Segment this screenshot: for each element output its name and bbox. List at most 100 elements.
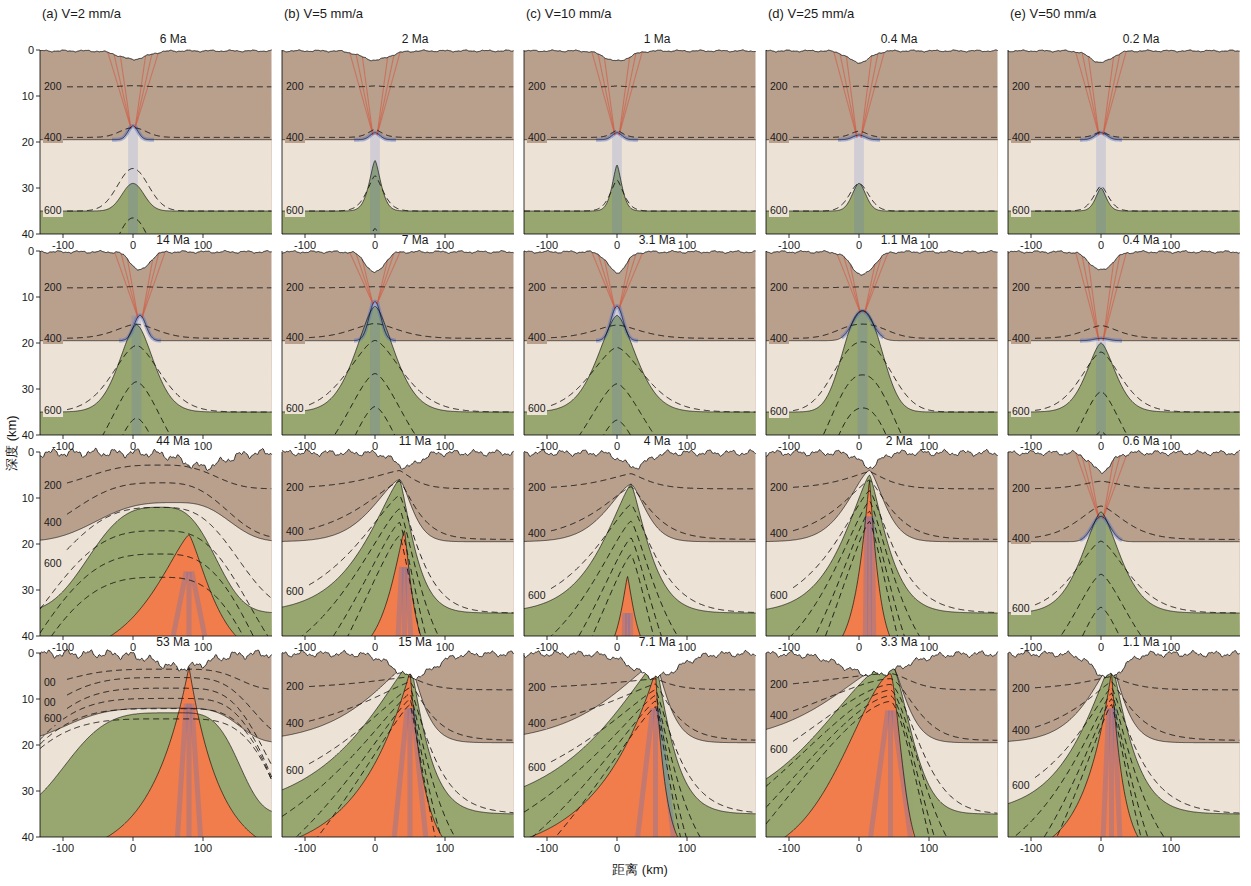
lower-crust — [282, 662, 514, 860]
fault — [1103, 253, 1126, 341]
isotherm-label: 600 — [43, 405, 63, 417]
fault — [350, 252, 373, 303]
fault — [598, 54, 615, 135]
axis-tick-label: -100 — [294, 239, 316, 251]
axis-tick-label: 0 — [372, 842, 378, 854]
fault — [1082, 53, 1099, 135]
axis-line — [524, 50, 525, 234]
axis-line — [40, 653, 41, 837]
fault — [1103, 57, 1114, 135]
tick-mark — [133, 435, 134, 439]
fault — [1103, 255, 1120, 341]
surface-line — [524, 450, 756, 470]
fault — [861, 54, 878, 138]
tick-mark — [445, 435, 446, 439]
isotherm — [1035, 506, 1239, 539]
fault — [377, 52, 400, 135]
tick-mark — [305, 636, 306, 640]
axis-tick-label: 30 — [22, 584, 34, 596]
lower-crust — [766, 135, 998, 257]
upper-crust — [766, 651, 998, 860]
mantle — [282, 306, 514, 458]
isotherm — [282, 699, 514, 886]
surface-line — [40, 251, 272, 271]
asthenosphere — [766, 674, 998, 860]
shear-zone — [413, 708, 426, 837]
isotherm — [551, 325, 755, 338]
tick-mark — [445, 636, 446, 640]
axis-line — [1008, 452, 1009, 636]
isotherm — [67, 483, 271, 537]
layer-boundary — [524, 484, 756, 613]
layer-boundary — [40, 126, 272, 140]
axis-line — [40, 435, 272, 436]
isotherm — [67, 669, 271, 689]
axis-line — [524, 653, 525, 837]
isotherm — [1035, 688, 1239, 814]
model-panel — [40, 650, 272, 861]
time-label: 7 Ma — [402, 234, 429, 247]
isotherm — [67, 169, 271, 212]
layer-boundary — [282, 306, 514, 412]
time-label: 14 Ma — [156, 234, 189, 247]
isotherm-label: 600 — [43, 713, 63, 725]
time-label: 0.4 Ma — [881, 33, 918, 46]
axis-line — [40, 636, 272, 637]
axis-tick-label: -100 — [536, 440, 558, 452]
layer-boundary — [1008, 662, 1240, 814]
tick-mark — [859, 636, 860, 640]
layer-boundary — [40, 708, 272, 742]
isotherm — [551, 487, 755, 540]
isotherm — [766, 501, 998, 680]
isotherm — [793, 86, 997, 88]
time-label: 0.4 Ma — [1123, 234, 1160, 247]
isotherm-label: 200 — [285, 482, 305, 494]
tick-mark — [789, 837, 790, 841]
tick-mark — [63, 837, 64, 841]
fault — [127, 259, 137, 318]
upper-crust — [40, 50, 272, 257]
axis-tick-label: 30 — [22, 383, 34, 395]
isotherm — [524, 180, 756, 211]
upper-crust — [40, 650, 272, 861]
axis-line — [1008, 837, 1240, 838]
model-panel — [1008, 650, 1240, 886]
isotherm — [309, 129, 513, 137]
axis-tick-label: 0 — [1098, 440, 1104, 452]
shear-zone — [112, 126, 154, 140]
axis-tick-label: 100 — [194, 842, 212, 854]
isotherm-label: 600 — [1011, 205, 1031, 217]
tick-mark — [63, 636, 64, 640]
isotherm — [524, 696, 756, 879]
tick-mark — [36, 50, 40, 51]
tick-mark — [36, 343, 40, 344]
layer-boundary — [1008, 512, 1240, 613]
isotherm — [766, 701, 998, 886]
axis-tick-label: 0 — [614, 239, 620, 251]
tick-mark — [36, 297, 40, 298]
axis-tick-label: -100 — [52, 842, 74, 854]
isotherm-label: 400 — [1011, 132, 1031, 144]
axis-tick-label: 100 — [436, 239, 454, 251]
surface-line — [766, 651, 998, 676]
column-title: (d) V=25 mm/a — [768, 7, 854, 21]
tick-mark — [305, 837, 306, 841]
axis-tick-label: 40 — [22, 429, 34, 441]
mantle — [282, 161, 514, 258]
time-label: 11 Ma — [399, 435, 431, 448]
fault — [604, 58, 615, 135]
isotherm — [524, 707, 756, 886]
isotherm-label: 200 — [43, 81, 63, 93]
fault — [619, 258, 630, 308]
axis-line — [282, 452, 283, 636]
tick-mark — [687, 435, 688, 439]
tick-mark — [305, 234, 306, 238]
tick-mark — [36, 653, 40, 654]
axis-tick-label: 0 — [614, 641, 620, 653]
axis-tick-label: 100 — [436, 440, 454, 452]
shear-zone — [854, 135, 864, 234]
fault — [619, 53, 636, 135]
fault — [377, 253, 394, 303]
axis-tick-label: 20 — [22, 739, 34, 751]
lower-crust — [40, 126, 272, 257]
